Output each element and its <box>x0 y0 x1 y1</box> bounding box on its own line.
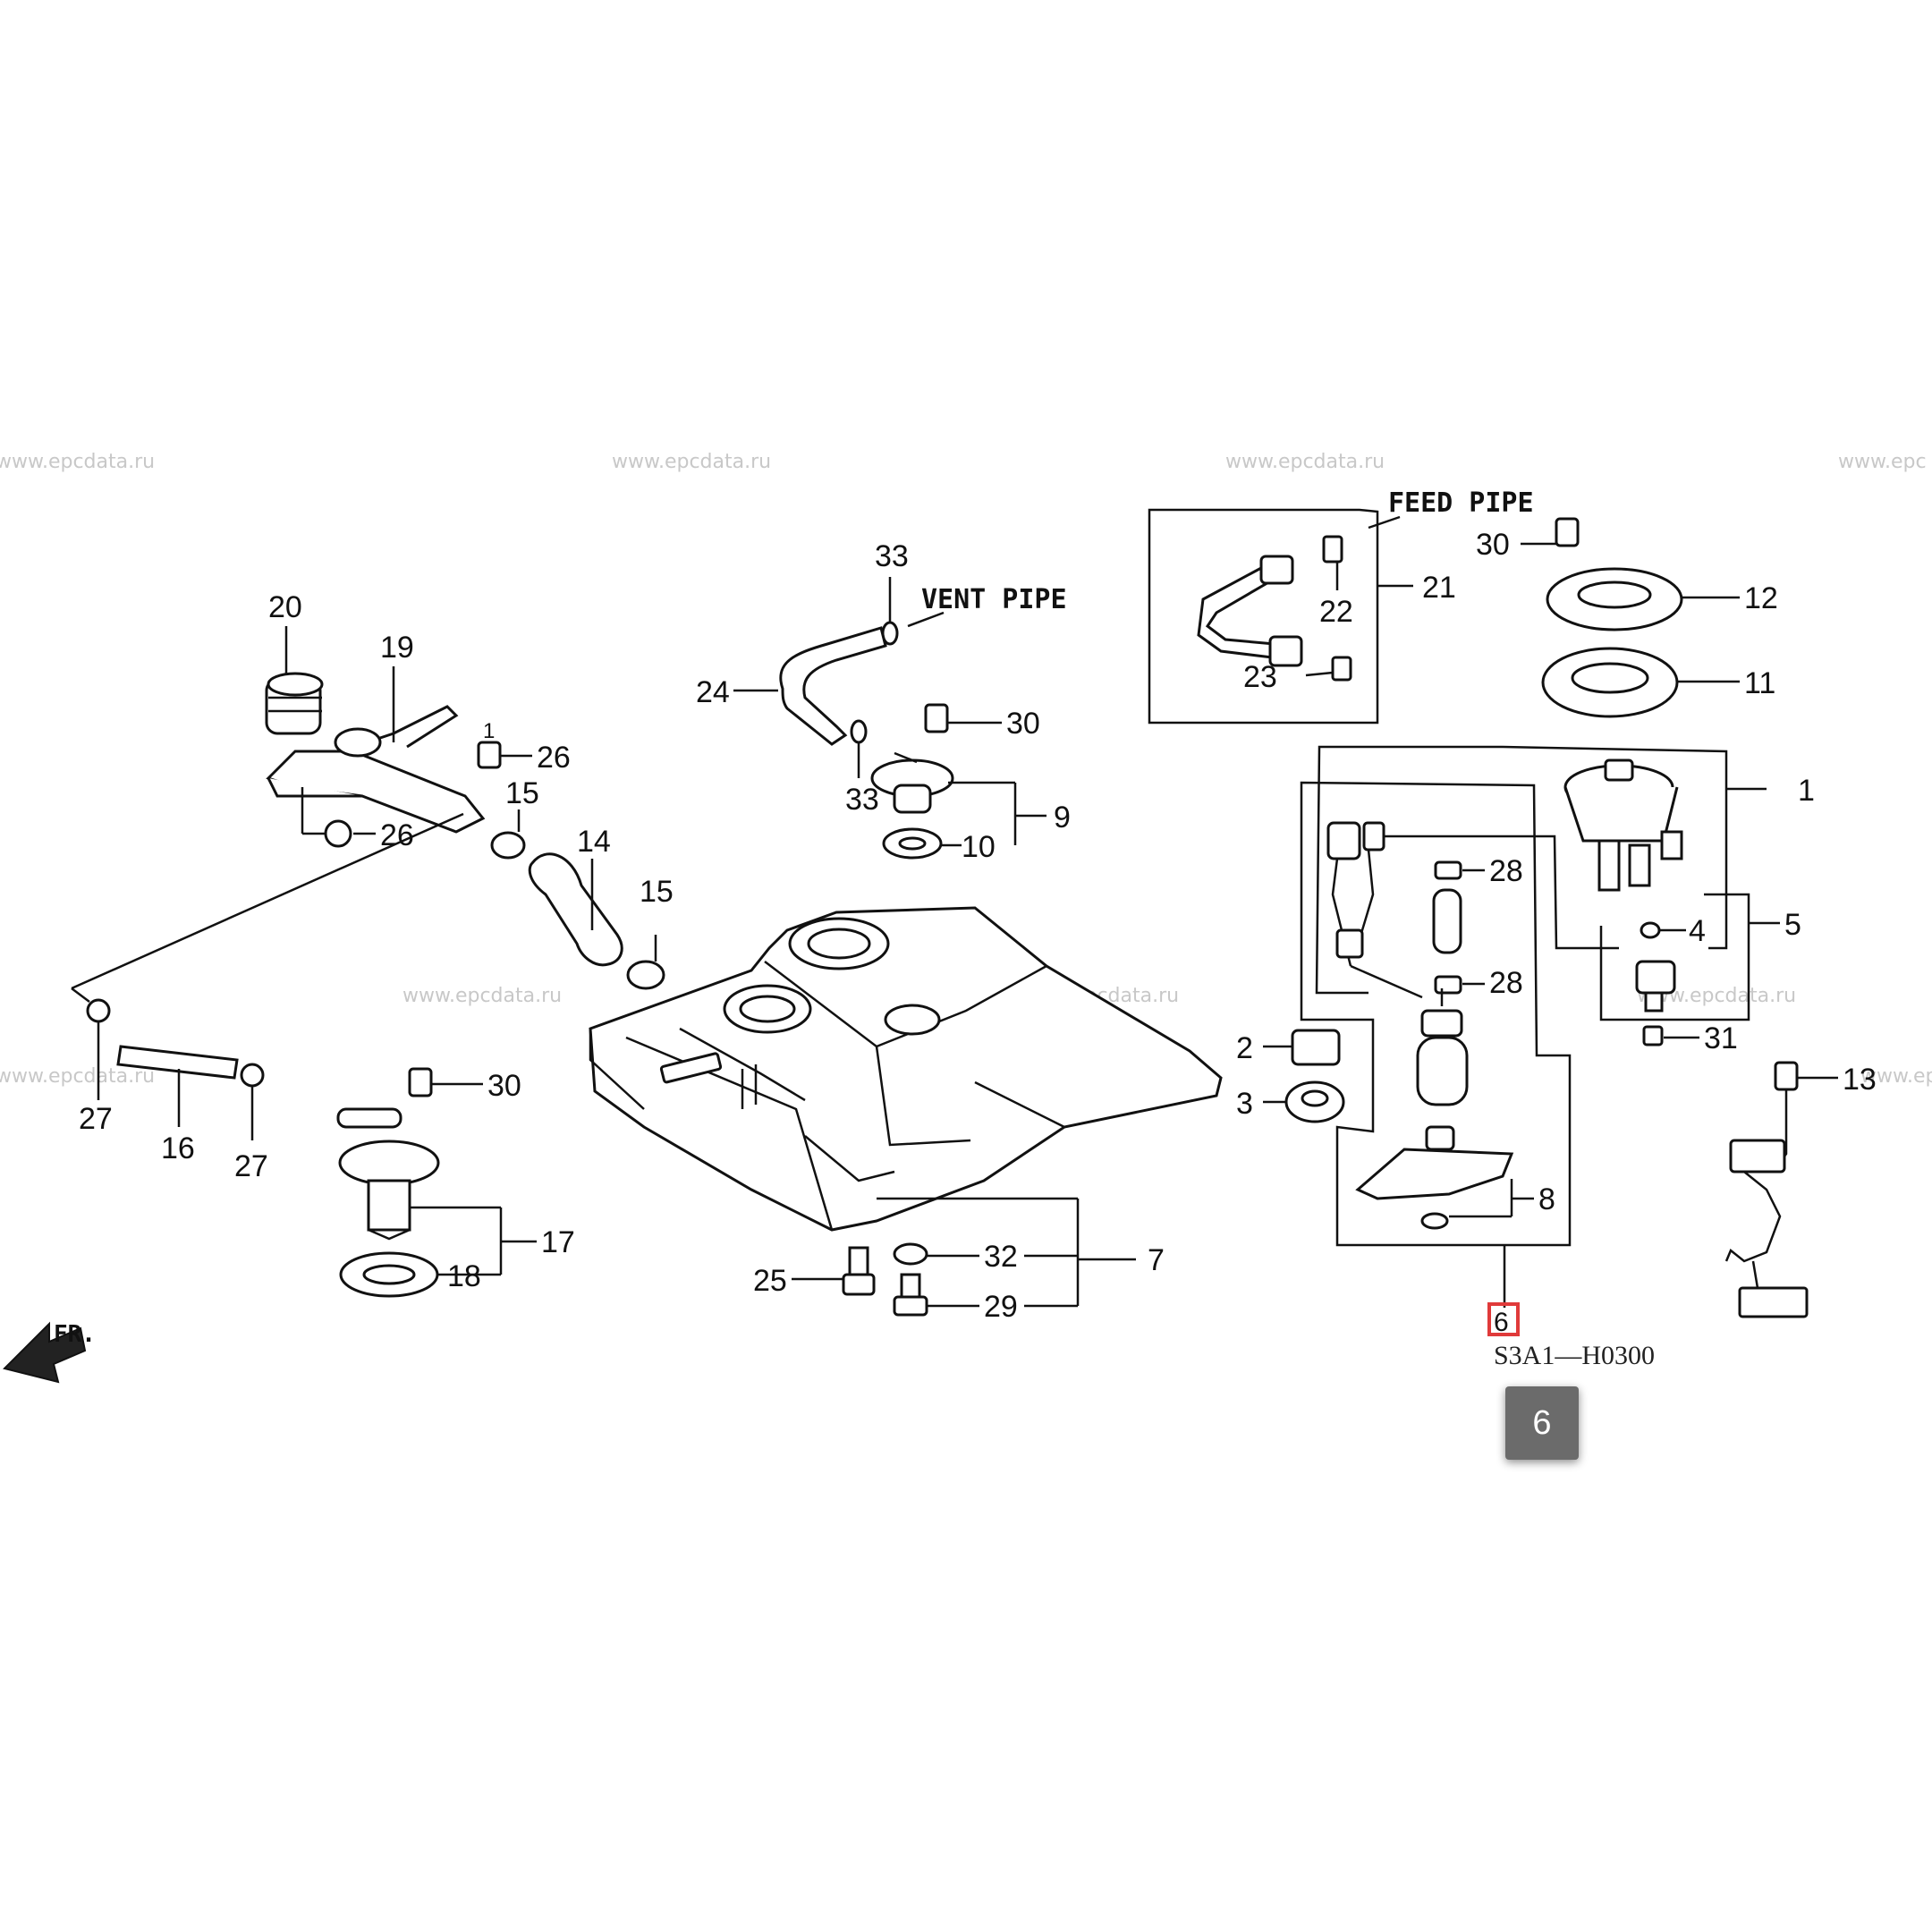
part-25-drain-bolt <box>792 1246 876 1296</box>
callout-33-top[interactable]: 33 <box>875 539 909 573</box>
feed-pipe-group: FEED PIPE <box>1148 487 1534 724</box>
callout-19[interactable]: 19 <box>380 631 414 665</box>
callout-5[interactable]: 5 <box>1784 908 1801 942</box>
part-27-clip-left <box>86 998 111 1100</box>
callout-18[interactable]: 18 <box>447 1259 481 1293</box>
callout-10[interactable]: 10 <box>962 830 996 864</box>
part-9-vent-valve <box>870 751 1046 845</box>
callout-30-center[interactable]: 30 <box>1006 707 1040 741</box>
watermark: www.epcdata.ru <box>0 1065 155 1088</box>
part-30-bolt-right <box>1521 517 1580 547</box>
watermark: www.epc <box>1838 451 1927 473</box>
feed-pipe-caption: FEED PIPE <box>1388 487 1534 519</box>
callout-14[interactable]: 14 <box>577 825 611 859</box>
callout-24[interactable]: 24 <box>696 675 730 709</box>
fuel-pump-assembly <box>1300 745 1780 1308</box>
watermark: www.epcdata.ru <box>612 451 771 473</box>
callout-27-left[interactable]: 27 <box>79 1102 113 1136</box>
callout-31[interactable]: 31 <box>1704 1021 1738 1055</box>
callout-25[interactable]: 25 <box>753 1264 787 1298</box>
callout-22[interactable]: 22 <box>1319 595 1353 629</box>
part-29-bolt <box>893 1273 979 1317</box>
callout-12[interactable]: 12 <box>1744 581 1778 615</box>
alignment-line <box>71 987 90 1003</box>
alignment-line <box>71 812 464 990</box>
part-2-grommet <box>1263 1029 1341 1066</box>
part-24-vent-hose <box>733 626 887 746</box>
front-caption: FR. <box>54 1321 96 1348</box>
callout-17[interactable]: 17 <box>541 1225 575 1259</box>
callout-21[interactable]: 21 <box>1422 571 1456 605</box>
part-26-nut <box>301 787 376 848</box>
callout-30-left[interactable]: 30 <box>487 1069 521 1103</box>
part-30-bolt-center <box>924 703 1002 733</box>
part-17-fuel-gauge-unit <box>336 1107 537 1275</box>
callout-7[interactable]: 7 <box>1148 1243 1165 1277</box>
part-20-filler-cap <box>265 626 324 735</box>
callout-20[interactable]: 20 <box>268 590 302 624</box>
callout-28-bottom[interactable]: 28 <box>1489 966 1523 1000</box>
part-15-clamp-lower <box>626 935 665 990</box>
selected-part-badge[interactable]: 6 <box>1505 1386 1579 1460</box>
callout-32[interactable]: 32 <box>984 1240 1018 1274</box>
part-13-fuel-sender <box>1724 1061 1838 1318</box>
part-10-valve-ring <box>882 827 962 860</box>
part-18-lock-ring <box>339 1251 501 1298</box>
callout-28-top[interactable]: 28 <box>1489 854 1523 888</box>
vent-pipe-caption: VENT PIPE <box>921 584 1067 615</box>
callout-15-lower[interactable]: 15 <box>640 875 674 909</box>
watermark: www.epcdata.ru <box>0 451 155 473</box>
callout-15-upper[interactable]: 15 <box>505 776 539 810</box>
callout-33-bottom[interactable]: 33 <box>845 783 879 817</box>
callout-26-top[interactable]: 26 <box>537 741 571 775</box>
callout-1-small[interactable]: 1 <box>483 719 495 743</box>
callout-9[interactable]: 9 <box>1054 801 1071 835</box>
part-16-breather-tube <box>116 1045 239 1127</box>
watermark: www.epcdata.ru <box>1225 451 1385 473</box>
callout-8[interactable]: 8 <box>1538 1182 1555 1216</box>
callout-26-bottom[interactable]: 26 <box>380 818 414 852</box>
callout-11[interactable]: 11 <box>1744 666 1775 700</box>
part-15-clamp-upper <box>490 809 526 860</box>
watermark: www.epc <box>1860 1065 1932 1088</box>
part-30-bolt-left <box>408 1067 483 1097</box>
part-26-bolt <box>477 741 532 769</box>
callout-6-highlight <box>1487 1302 1520 1336</box>
callout-4[interactable]: 4 <box>1689 914 1706 948</box>
part-27-clip-right <box>240 1063 265 1140</box>
callout-30-right[interactable]: 30 <box>1476 528 1510 562</box>
callout-2[interactable]: 2 <box>1236 1031 1253 1065</box>
part-33-clip-bottom <box>850 719 868 744</box>
callout-23[interactable]: 23 <box>1243 660 1277 694</box>
callout-6[interactable]: 6 <box>1494 1308 1509 1337</box>
part-11-seal-ring <box>1541 647 1740 718</box>
callout-27-right[interactable]: 27 <box>234 1149 268 1183</box>
part-12-retainer-plate <box>1546 567 1740 631</box>
part-32-washer <box>893 1242 979 1266</box>
callout-1[interactable]: 1 <box>1798 774 1815 808</box>
callout-3[interactable]: 3 <box>1236 1087 1253 1121</box>
callout-29[interactable]: 29 <box>984 1290 1018 1324</box>
part-7-fuel-tank <box>589 906 1223 1306</box>
front-arrow-icon <box>3 1321 87 1384</box>
watermark: www.epcdata.ru <box>402 985 562 1007</box>
part-3-packing <box>1263 1080 1345 1123</box>
part-14-filler-hose <box>528 852 623 967</box>
callout-16[interactable]: 16 <box>161 1131 195 1165</box>
callout-13[interactable]: 13 <box>1843 1063 1877 1097</box>
part-19-filler-bracket <box>266 666 486 834</box>
diagram-code: S3A1—H0300 <box>1494 1341 1655 1370</box>
